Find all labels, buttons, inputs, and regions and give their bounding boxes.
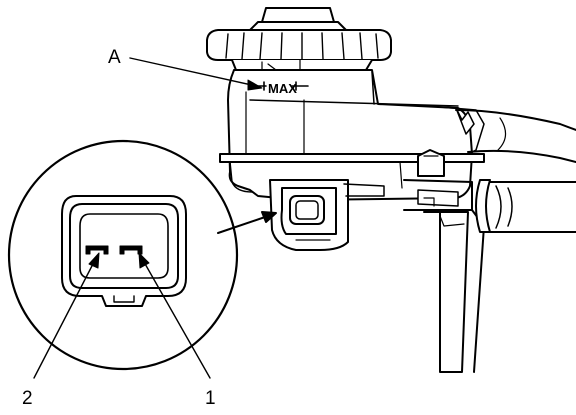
leader-lines — [33, 57, 263, 379]
max-level-mark: MAX — [268, 81, 297, 96]
reservoir-body — [219, 69, 485, 201]
sensor-connector — [61, 195, 187, 307]
fluid-level-sensor — [269, 179, 385, 251]
callout-2-label: 2 — [22, 388, 33, 409]
lower-hose — [475, 179, 576, 233]
callout-a-label: A — [108, 47, 121, 68]
mounting-bracket — [403, 149, 485, 373]
terminal-1 — [119, 245, 143, 255]
callout-1-label: 1 — [205, 388, 216, 409]
terminal-2 — [85, 245, 109, 255]
reservoir-cap — [206, 7, 392, 71]
return-hose — [427, 105, 576, 163]
